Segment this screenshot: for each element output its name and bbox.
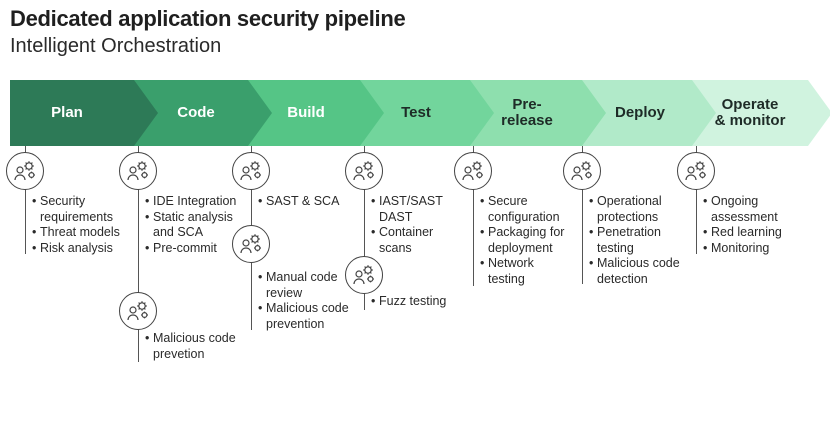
user-gears-icon: [677, 152, 715, 190]
list-item: configuration: [488, 209, 560, 224]
list-item: testing: [597, 240, 634, 255]
list-item: Pre-commit: [145, 241, 236, 257]
list-item: testing: [488, 271, 525, 286]
list-item: Network: [480, 256, 564, 272]
list-item: Security: [32, 194, 120, 210]
list-prerelease: SecureconfigurationPackaging fordeployme…: [480, 194, 564, 287]
list-item: IAST/SAST: [371, 194, 443, 210]
list-item: protections: [597, 209, 659, 224]
list-item: Malicious code: [145, 331, 236, 347]
user-gears-icon: [454, 152, 492, 190]
stage-label-test: Test: [401, 104, 431, 121]
page-title: Dedicated application security pipeline: [10, 6, 406, 31]
list-item: prevetion: [153, 346, 205, 361]
stage-label-deploy: Deploy: [614, 104, 665, 121]
connector-plan: [25, 146, 26, 254]
connector-code: [138, 146, 139, 362]
list-item: deployment: [488, 240, 553, 255]
user-gears-icon: [345, 256, 383, 294]
list-item: Malicious code: [589, 256, 680, 272]
list-deploy: OperationalprotectionsPenetrationtesting…: [589, 194, 680, 287]
list-item: Penetration: [589, 225, 680, 241]
list-item: prevention: [266, 316, 325, 331]
list-item: Risk analysis: [32, 241, 120, 257]
list-operate: OngoingassessmentRed learningMonitoring: [703, 194, 782, 256]
connector-test: [364, 146, 365, 310]
stage-label-plan: Plan: [51, 104, 83, 121]
stage-label-operate: Operate& monitor: [714, 96, 786, 129]
list-item: Red learning: [703, 225, 782, 241]
list-item: IDE Integration: [145, 194, 236, 210]
list-plan: SecurityrequirementsThreat modelsRisk an…: [32, 194, 120, 256]
user-gears-icon: [232, 152, 270, 190]
list-test-secondary: Fuzz testing: [371, 294, 446, 310]
list-item: Monitoring: [703, 241, 782, 257]
list-item: DAST: [379, 209, 413, 224]
user-gears-icon: [345, 152, 383, 190]
list-item: Threat models: [32, 225, 120, 241]
user-gears-icon: [6, 152, 44, 190]
list-build-secondary: Manual codereviewMalicious codepreventio…: [258, 270, 349, 332]
list-item: review: [266, 285, 303, 300]
list-item: scans: [379, 240, 412, 255]
list-item: SAST & SCA: [258, 194, 339, 210]
list-item: Manual code: [258, 270, 349, 286]
user-gears-icon: [119, 152, 157, 190]
list-item: assessment: [711, 209, 778, 224]
list-item: Static analysis: [145, 210, 236, 226]
stage-label-code: Code: [177, 104, 215, 121]
user-gears-icon: [119, 292, 157, 330]
connector-deploy: [582, 146, 583, 284]
list-item: Container: [371, 225, 443, 241]
list-item: requirements: [40, 209, 113, 224]
stage-label-build: Build: [287, 104, 325, 121]
user-gears-icon: [563, 152, 601, 190]
stage-label-prerelease: Pre-release: [501, 96, 553, 129]
list-item: Malicious code: [258, 301, 349, 317]
list-item: Secure: [480, 194, 564, 210]
list-item: detection: [597, 271, 648, 286]
list-build-primary: SAST & SCA: [258, 194, 339, 210]
list-item: Operational: [589, 194, 680, 210]
list-item: and SCA: [153, 225, 204, 239]
connector-prerelease: [473, 146, 474, 286]
list-item: Packaging for: [480, 225, 564, 241]
list-test-primary: IAST/SASTDASTContainerscans: [371, 194, 443, 256]
page-subtitle: Intelligent Orchestration: [10, 35, 222, 57]
connector-operate: [696, 146, 697, 254]
list-item: Fuzz testing: [371, 294, 446, 310]
list-item: Ongoing: [703, 194, 782, 210]
user-gears-icon: [232, 225, 270, 263]
